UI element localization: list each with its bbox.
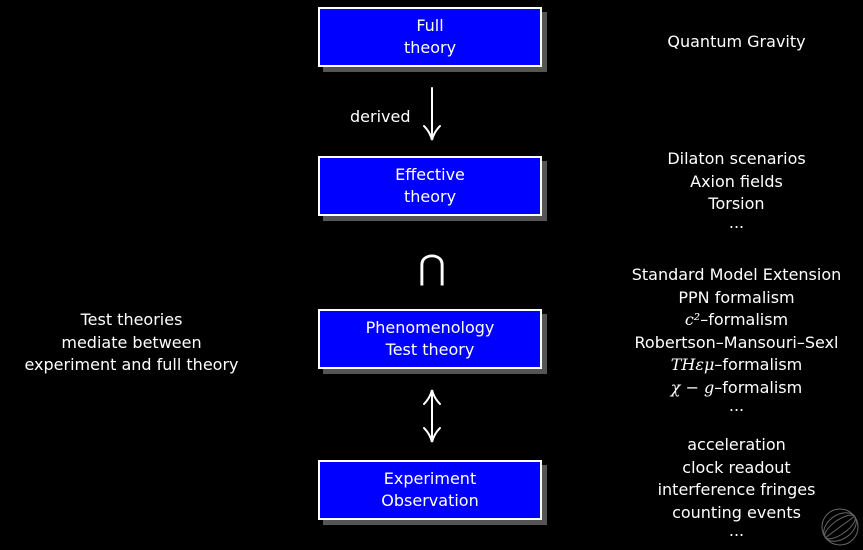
full-theory-line2: theory (403, 38, 457, 57)
interference-text: interference fringes (657, 480, 816, 499)
experiment-examples: acceleration clock readout interference … (610, 434, 863, 540)
effective-theory-line1: Effective (395, 165, 465, 184)
effective-ellipsis: ... (728, 212, 745, 232)
full-theory-line1: Full (416, 16, 444, 35)
effective-theory-line2: theory (403, 187, 457, 206)
derived-arrow-icon (423, 87, 441, 141)
chig-text: –formalism (714, 377, 803, 397)
phenomenology-box: Phenomenology Test theory (318, 309, 542, 369)
c2-formalism: c²–formalism (610, 309, 863, 332)
torsion-text: Torsion (708, 194, 765, 213)
effective-theory-examples: Dilaton scenarios Axion fields Torsion .… (610, 148, 863, 230)
ppn-text: PPN formalism (678, 287, 795, 307)
phenomenology-line2: Test theory (385, 340, 475, 359)
left-note-line2: mediate between (61, 332, 202, 352)
dilaton-text: Dilaton scenarios (667, 149, 806, 168)
acceleration-text: acceleration (687, 435, 786, 454)
phenomenology-line1: Phenomenology (365, 318, 495, 337)
double-arrow-icon (423, 389, 441, 443)
clock-readout-text: clock readout (682, 457, 791, 477)
c2-math: c² (684, 310, 701, 329)
axion-text: Axion fields (690, 171, 783, 191)
experiment-ellipsis: ... (728, 521, 745, 540)
left-note: Test theories mediate between experiment… (0, 309, 263, 377)
phenomenology-examples: Standard Model Extension PPN formalism c… (610, 264, 863, 415)
rms-text: Robertson–Mansouri–Sexl (634, 332, 839, 352)
experiment-line1: Experiment (383, 469, 477, 488)
full-theory-examples: Quantum Gravity (610, 31, 863, 54)
subset-symbol: ⋂ (418, 248, 446, 288)
thetamu-text: –formalism (714, 355, 803, 374)
full-theory-box: Full theory (318, 7, 542, 67)
left-note-line1: Test theories (80, 310, 183, 329)
effective-theory-box: Effective theory (318, 156, 542, 216)
phenomenology-ellipsis: ... (728, 396, 745, 415)
thetamu-math: THεμ (670, 355, 715, 374)
sme-text: Standard Model Extension (631, 265, 842, 284)
chig-formalism: χ − g–formalism (610, 377, 863, 400)
experiment-line2: Observation (381, 491, 479, 510)
c2-text: –formalism (700, 310, 789, 329)
derived-label: derived (350, 107, 411, 126)
chig-math: χ − g (670, 377, 715, 397)
experiment-box: Experiment Observation (318, 460, 542, 520)
globe-logo-icon (821, 508, 859, 546)
left-note-line3: experiment and full theory (24, 355, 239, 374)
thetamu-formalism: THεμ–formalism (610, 354, 863, 377)
counting-events-text: counting events (672, 502, 801, 522)
quantum-gravity-text: Quantum Gravity (667, 32, 806, 51)
